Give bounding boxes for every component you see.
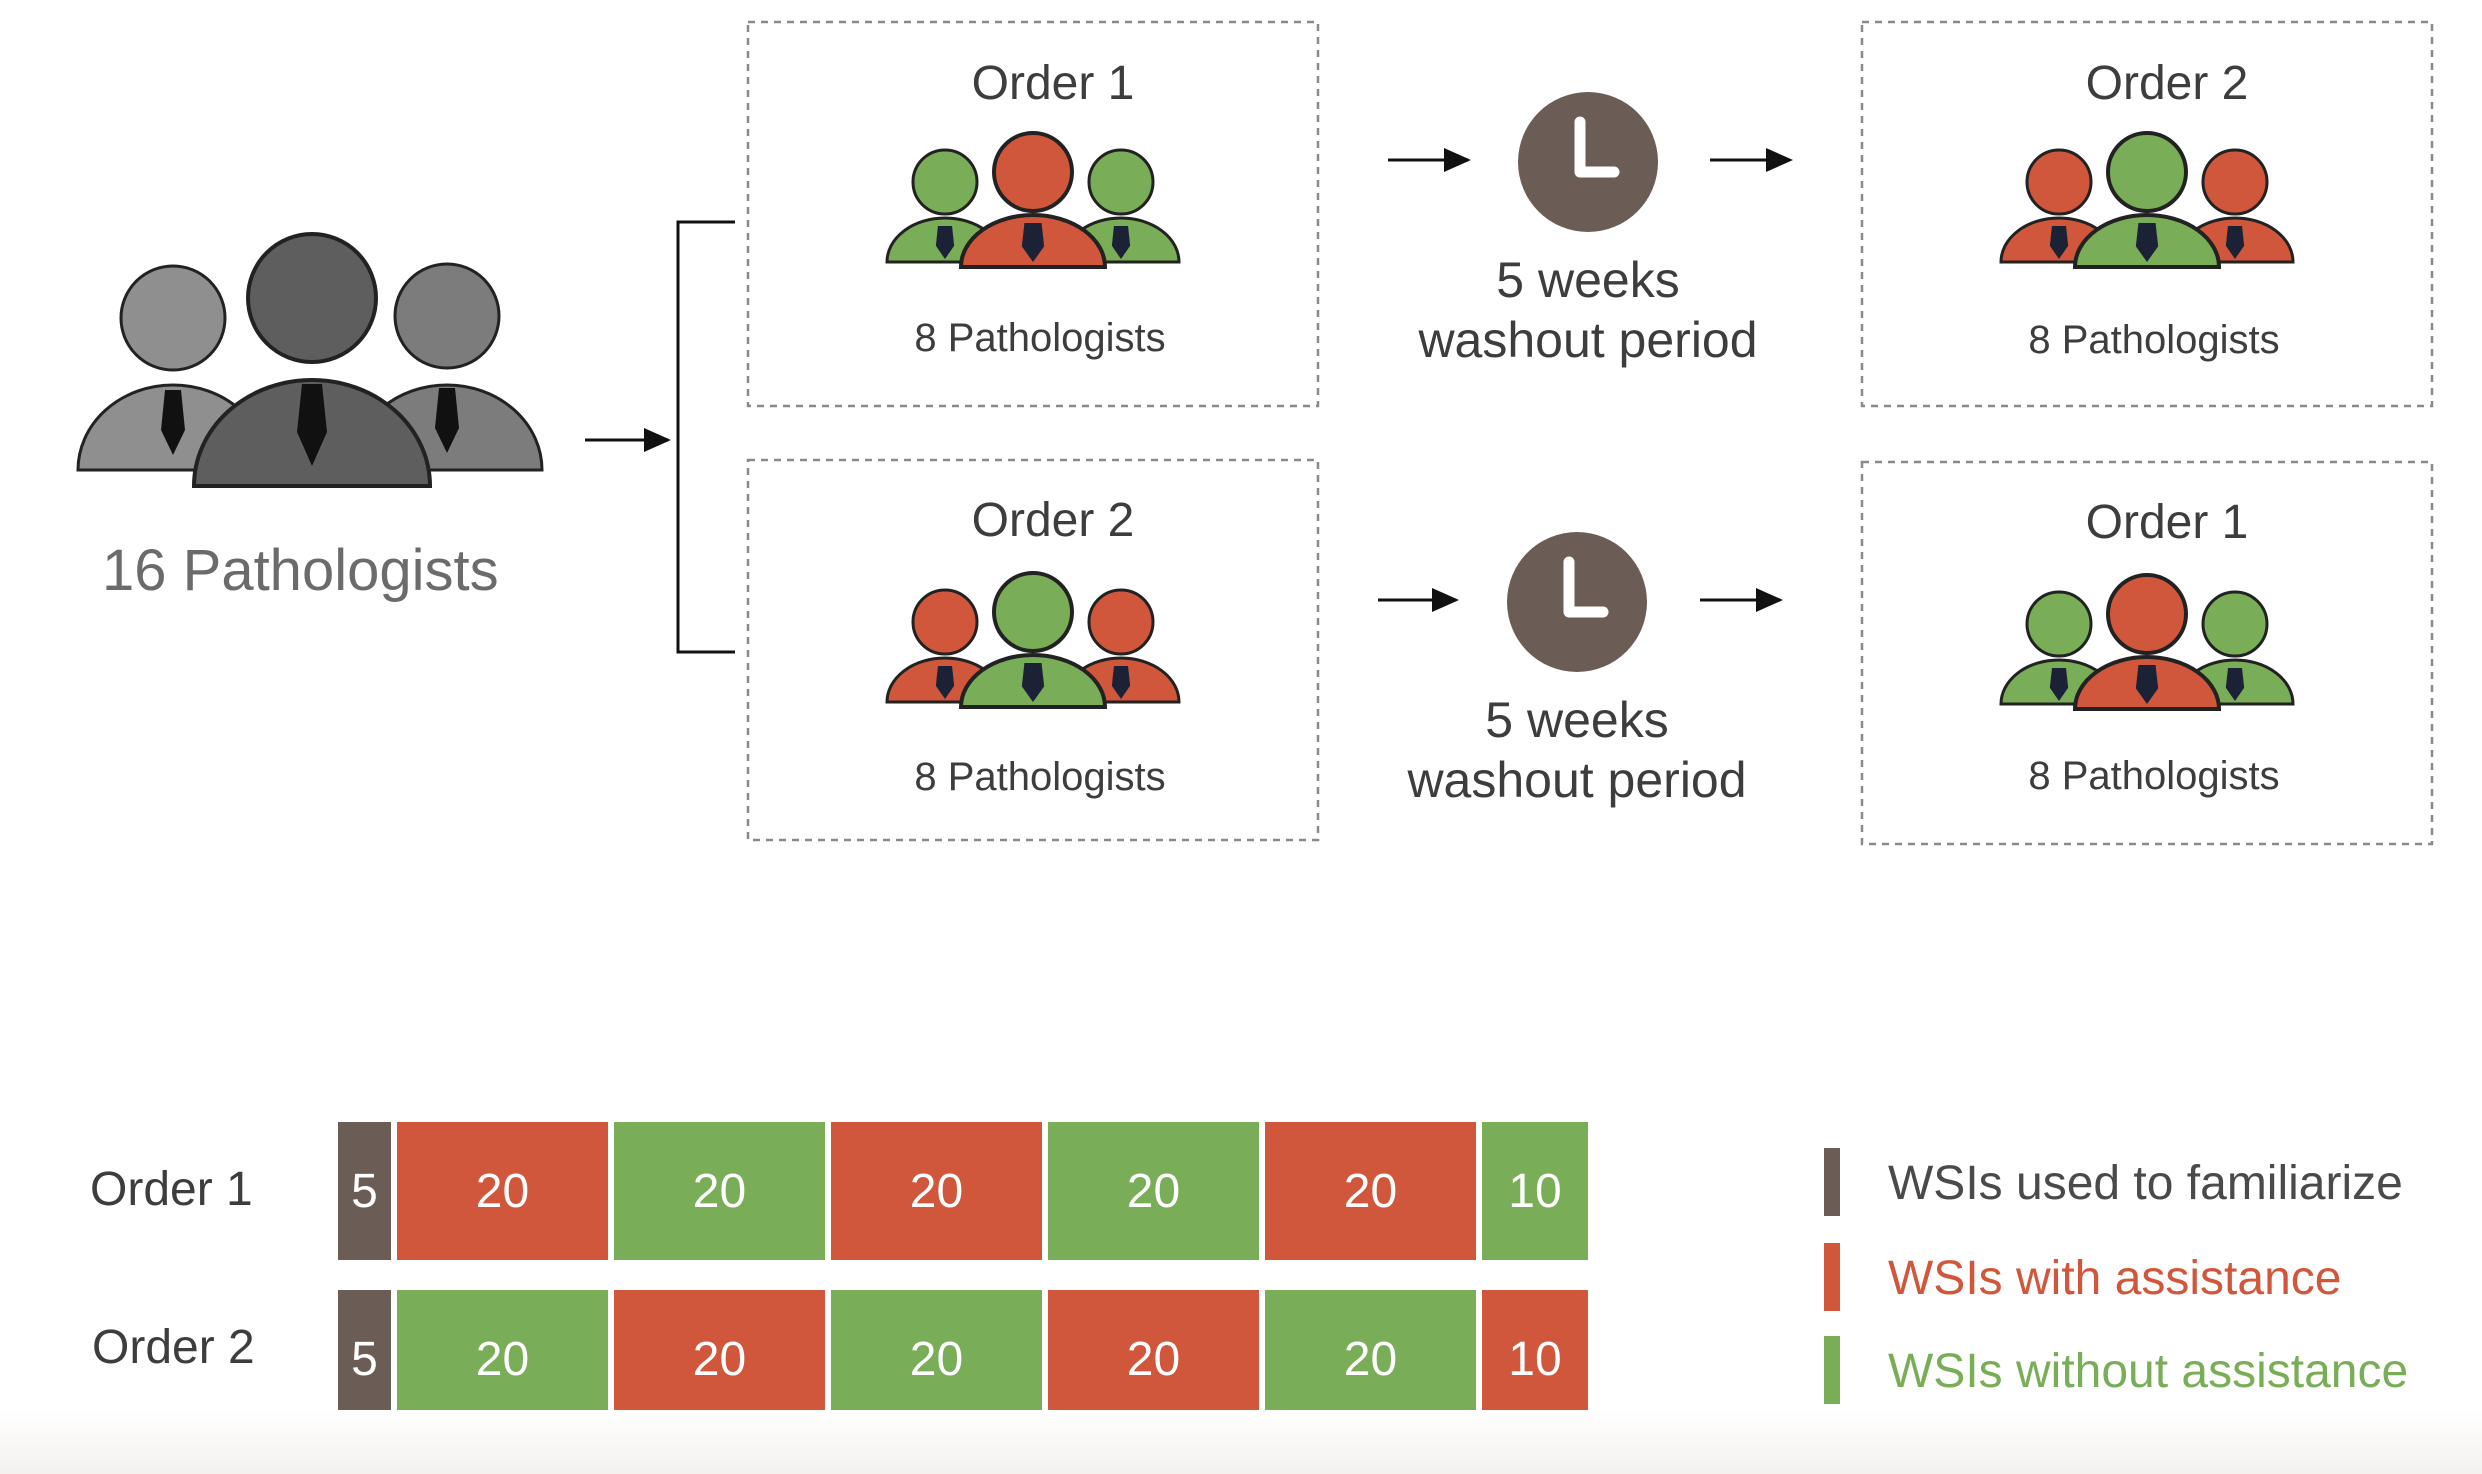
arm1-first-box — [746, 20, 1320, 408]
legend-swatch-with — [1824, 1243, 1840, 1311]
arm2-first-count: 8 Pathologists — [914, 755, 1166, 799]
sequence-segment-without: 20 — [831, 1290, 1042, 1428]
sequence-segment-familiarize: 5 — [338, 1122, 391, 1260]
pathologist-group-icon — [885, 131, 1181, 269]
pathologist-group-icon — [1999, 573, 2295, 711]
arm2-second-title: Order 1 — [2085, 496, 2249, 549]
sequence-segment-without: 20 — [614, 1122, 825, 1260]
legend-swatch-without — [1824, 1336, 1840, 1404]
arm2-first-title: Order 2 — [971, 494, 1135, 547]
arm1-washout-line2: washout period — [1418, 312, 1758, 368]
sequence-segment-with: 20 — [397, 1122, 608, 1260]
split-bracket — [676, 220, 735, 654]
legend-label-familiarize: WSIs used to familiarize — [1888, 1157, 2403, 1210]
sequence-segment-with: 20 — [831, 1122, 1042, 1260]
arm2-second-count: 8 Pathologists — [2028, 754, 2280, 798]
legend-label-with: WSIs with assistance — [1888, 1252, 2342, 1305]
sequence-row-label: Order 2 — [92, 1321, 255, 1374]
pathologist-group-icon — [885, 571, 1181, 709]
legend-label-without: WSIs without assistance — [1888, 1345, 2409, 1398]
arm1-second-count: 8 Pathologists — [2028, 318, 2280, 362]
arm1-first-title: Order 1 — [971, 57, 1135, 110]
group-label: 16 Pathologists — [102, 538, 499, 603]
sequence-row-label: Order 1 — [90, 1163, 253, 1216]
arm1-first-count: 8 Pathologists — [914, 316, 1166, 360]
arm2-second-box — [1860, 460, 2434, 846]
sequence-segment-without: 10 — [1482, 1122, 1588, 1260]
sequence-segment-without: 20 — [1048, 1122, 1259, 1260]
arm1-second-box — [1860, 20, 2434, 408]
clock-icon — [1507, 532, 1647, 672]
arm1-washout-line1: 5 weeks — [1496, 252, 1680, 308]
sequence-segment-without: 20 — [397, 1290, 608, 1428]
footer-band — [0, 1410, 2482, 1474]
sequence-segment-with: 10 — [1482, 1290, 1588, 1428]
three-grey-people-icon — [76, 232, 544, 488]
legend-swatch-familiarize — [1824, 1148, 1840, 1216]
arm1-washout: 5 weeks washout period — [1378, 250, 1798, 370]
arm1-second-title: Order 2 — [2085, 57, 2249, 110]
sequence-segment-with: 20 — [614, 1290, 825, 1428]
arm2-washout: 5 weeks washout period — [1367, 690, 1787, 810]
sequence-segment-familiarize: 5 — [338, 1290, 391, 1428]
arm2-washout-line2: washout period — [1407, 752, 1747, 808]
arm2-first-box — [746, 458, 1320, 842]
pathologist-group-icon — [1999, 131, 2295, 269]
sequence-segment-with: 20 — [1048, 1290, 1259, 1428]
clock-icon — [1518, 92, 1658, 232]
arm2-washout-line1: 5 weeks — [1485, 692, 1669, 748]
sequence-segment-with: 20 — [1265, 1122, 1476, 1260]
sequence-segment-without: 20 — [1265, 1290, 1476, 1428]
